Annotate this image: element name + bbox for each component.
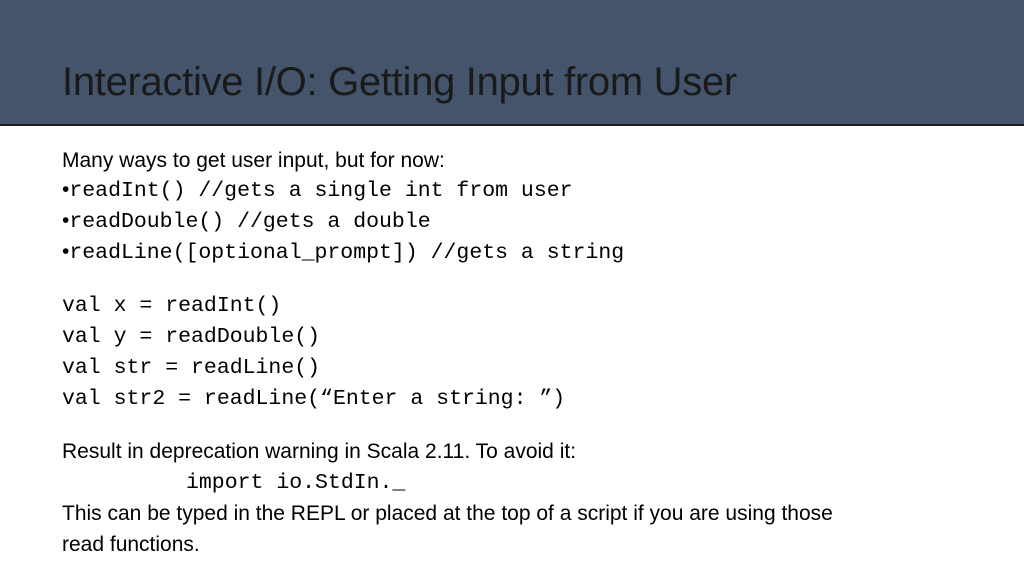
slide-header — [0, 0, 1024, 126]
bullet-marker: • — [62, 178, 70, 201]
bullet-code: readInt() //gets a single int from user — [69, 179, 573, 203]
slide-title: Interactive I/O: Getting Input from User — [62, 60, 737, 104]
code-line: val y = readDouble() — [62, 325, 321, 349]
footer-text-line1: This can be typed in the REPL or placed … — [62, 502, 833, 525]
intro-text: Many ways to get user input, but for now… — [62, 149, 445, 172]
code-line: val str = readLine() — [62, 356, 321, 380]
import-line: import io.StdIn._ — [186, 471, 406, 495]
code-line: val x = readInt() — [62, 294, 282, 318]
bullet-item: •readInt() //gets a single int from user — [62, 176, 573, 206]
footer-text-line2: read functions. — [62, 533, 200, 556]
bullet-marker: • — [62, 209, 70, 232]
bullet-item: •readLine([optional_prompt]) //gets a st… — [62, 238, 624, 268]
code-line: val str2 = readLine(“Enter a string: ”) — [62, 387, 566, 411]
bullet-code: readLine([optional_prompt]) //gets a str… — [69, 241, 625, 265]
bullet-code: readDouble() //gets a double — [69, 210, 431, 234]
bullet-marker: • — [62, 240, 70, 263]
bullet-item: •readDouble() //gets a double — [62, 207, 431, 237]
deprecation-note: Result in deprecation warning in Scala 2… — [62, 440, 577, 463]
